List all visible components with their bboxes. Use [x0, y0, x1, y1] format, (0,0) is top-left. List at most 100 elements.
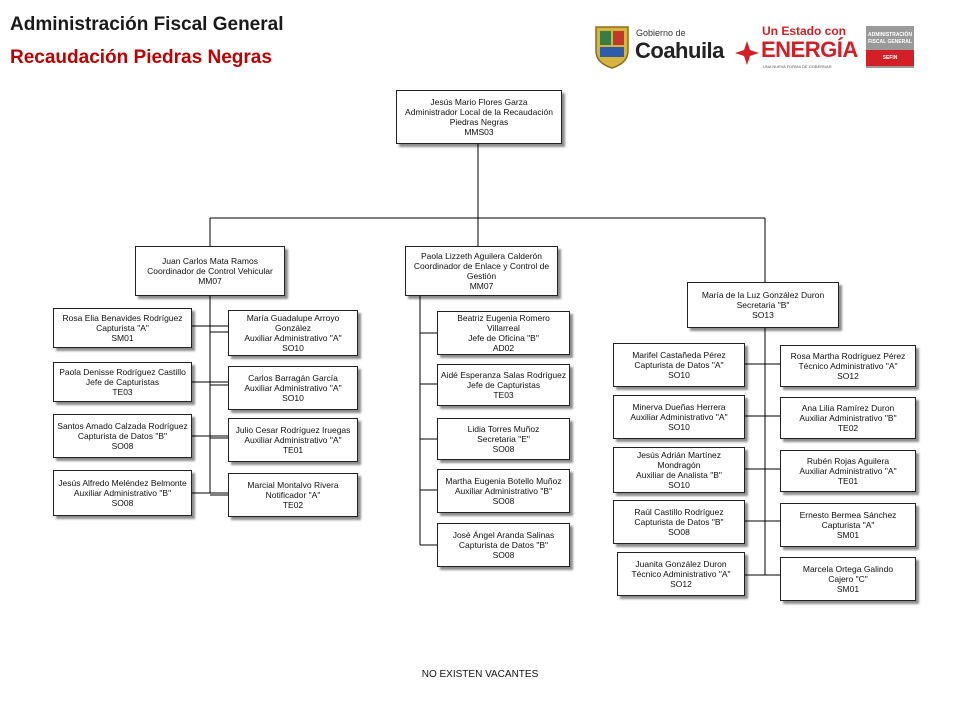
box-name: Aidé Esperanza Salas Rodríguez: [440, 370, 567, 380]
box-name: Marcial Montalvo Rivera: [247, 480, 339, 490]
box-name: Jesús Mario Flores Garza: [430, 97, 528, 107]
coahuila-big-text: Coahuila: [635, 38, 724, 63]
box-code: TE03: [112, 387, 133, 397]
box-role: Capturista "A": [821, 520, 875, 530]
box-role: Auxiliar Administrativo "B": [73, 488, 172, 498]
org-box-left-b-4: Marcial Montalvo Rivera Notificador "A" …: [228, 473, 358, 517]
org-box-root: Jesús Mario Flores Garza Administrador L…: [396, 90, 562, 144]
box-role: Técnico Administrativo "A": [631, 569, 731, 579]
box-code: TE01: [837, 476, 859, 486]
afg-line3: SEFIN: [882, 55, 898, 61]
org-box-coord-right: María de la Luz González Duron Secretari…: [687, 282, 839, 328]
box-role: Auxiliar Administrativo "B": [454, 486, 553, 496]
box-code: MM07: [469, 281, 494, 291]
box-name: Rubén Rojas Aguilera: [806, 456, 890, 466]
org-box-right-b-4: Ernesto Bermea Sánchez Capturista "A" SM…: [780, 503, 916, 547]
box-name: Julio Cesar Rodríguez Iruegas: [235, 425, 351, 435]
coahuila-logo: Gobierno de Coahuila: [594, 24, 724, 70]
org-box-coord-left: Juan Carlos Mata Ramos Coordinador de Co…: [135, 246, 285, 296]
box-role: Auxiliar Administrativo "A": [799, 466, 897, 476]
box-name: Minerva Dueñas Herrera: [632, 402, 726, 412]
box-role: Capturista de Datos "B": [458, 540, 549, 550]
box-role: Jefe de Oficina "B": [468, 333, 539, 343]
org-box-left-a-2: Paola Denisse Rodríguez Castillo Jefe de…: [53, 362, 192, 402]
org-box-left-b-2: Carlos Barragán García Auxiliar Administ…: [228, 366, 358, 410]
box-role: Notificador "A": [265, 490, 321, 500]
box-name: Rosa Martha Rodríguez Pérez: [790, 351, 906, 361]
box-role: Coordinador de Control Vehicular: [147, 266, 273, 276]
box-role: Capturista "A": [96, 323, 149, 333]
org-box-left-a-4: Jesús Alfredo Meléndez Belmonte Auxiliar…: [53, 470, 192, 516]
box-code: SO08: [492, 550, 515, 560]
box-name: Carlos Barragán García: [248, 373, 338, 383]
energia-star-icon: [735, 41, 759, 65]
box-role: Jefe de Capturistas: [85, 377, 160, 387]
org-box-right-a-2: Minerva Dueñas Herrera Auxiliar Administ…: [613, 395, 745, 439]
box-name: Ana Lilia Ramírez Duron: [801, 403, 895, 413]
box-name: Juanita González Duron: [635, 559, 727, 569]
afg-line2: FISCAL GENERAL: [868, 39, 912, 45]
box-code: TE03: [493, 390, 514, 400]
box-name: Beatriz Eugenia Romero Villarreal: [457, 313, 550, 333]
energia-tag-text: UNA NUEVA FORMA DE GOBERNAR: [763, 64, 832, 69]
energia-logo: Un Estado con ENERGÍA UNA NUEVA FORMA DE…: [733, 24, 861, 74]
box-role: Secretaria "B": [736, 300, 790, 310]
org-box-right-a-5: Juanita González Duron Técnico Administr…: [617, 552, 745, 596]
box-name: Santos Amado Calzada Rodríguez: [57, 421, 188, 431]
box-role: Auxiliar Administrativo "A": [244, 435, 342, 445]
box-name: Marifel Castañeda Pérez: [632, 350, 726, 360]
box-code: MM07: [198, 276, 222, 286]
box-code: TE02: [837, 423, 859, 433]
org-box-left-b-3: Julio Cesar Rodríguez Iruegas Auxiliar A…: [228, 418, 358, 462]
org-box-right-a-4: Raúl Castillo Rodríguez Capturista de Da…: [613, 500, 745, 544]
org-box-mid-3: Lidia Torres Muñoz Secretaria "E" SO08: [437, 418, 570, 460]
org-box-right-a-1: Marifel Castañeda Pérez Capturista de Da…: [613, 343, 745, 387]
box-name: Ernesto Bermea Sánchez: [799, 510, 897, 520]
box-code: SO08: [111, 498, 134, 508]
org-box-left-a-1: Rosa Elia Benavides Rodríguez Capturista…: [53, 308, 192, 348]
box-role: Auxiliar Administrativo "A": [630, 412, 728, 422]
box-name: María de la Luz González Duron: [701, 290, 825, 300]
box-name: Jesús Alfredo Meléndez Belmonte: [58, 478, 187, 488]
box-role: Coordinador de Enlace y Control de Gesti…: [413, 261, 550, 281]
afg-line1: ADMINISTRACIÓN: [868, 32, 912, 38]
coahuila-small-text: Gobierno de: [636, 28, 686, 38]
box-code: SO10: [668, 370, 690, 380]
box-code: SO10: [282, 343, 304, 353]
box-code: TE02: [282, 500, 304, 510]
afg-logo: ADMINISTRACIÓN FISCAL GENERAL SEFIN: [866, 26, 914, 68]
org-box-mid-1: Beatriz Eugenia Romero Villarreal Jefe d…: [437, 311, 570, 355]
org-box-right-b-1: Rosa Martha Rodríguez Pérez Técnico Admi…: [780, 345, 916, 387]
box-role: Auxiliar Administrativo "B": [799, 413, 897, 423]
box-code: TE01: [282, 445, 304, 455]
box-role: Auxiliar Administrativo "A": [244, 333, 342, 343]
box-code: SO08: [492, 496, 515, 506]
box-name: María Guadalupe Arroyo González: [246, 313, 340, 333]
afg-red-band: SEFIN: [866, 50, 914, 66]
org-box-right-a-3: Jesús Adrián Martínez Mondragón Auxiliar…: [613, 447, 745, 493]
page-title: Administración Fiscal General: [10, 14, 284, 35]
box-role-extra: Piedras Negras: [449, 117, 509, 127]
box-code: MMS03: [464, 127, 494, 137]
energia-top-text: Un Estado con: [762, 24, 847, 38]
box-role: Capturista de Datos "B": [634, 517, 724, 527]
box-name: Lidia Torres Muñoz: [467, 424, 540, 434]
box-code: AD02: [492, 343, 515, 353]
box-code: SO10: [668, 422, 690, 432]
box-role: Secretaria "E": [477, 434, 530, 444]
box-name: José Ángel Aranda Salinas: [452, 530, 555, 540]
box-code: SM01: [836, 530, 860, 540]
box-name: Martha Eugenia Botello Muñoz: [445, 476, 562, 486]
box-role: Técnico Administrativo "A": [798, 361, 898, 371]
box-role: Cajero "C": [828, 574, 868, 584]
coahuila-shield-icon: [595, 26, 629, 69]
box-role: Auxiliar de Analista "B": [636, 470, 722, 480]
box-name: Rosa Elia Benavides Rodríguez: [62, 313, 183, 323]
box-role: Capturista de Datos "A": [634, 360, 724, 370]
org-box-coord-mid: Paola Lizzeth Aguilera Calderón Coordina…: [405, 246, 558, 296]
box-code: SO10: [668, 480, 690, 490]
box-code: SO12: [837, 371, 859, 381]
box-code: SO08: [668, 527, 690, 537]
box-role: Auxiliar Administrativo "A": [244, 383, 342, 393]
box-name: Jesús Adrián Martínez Mondragón: [636, 450, 722, 470]
